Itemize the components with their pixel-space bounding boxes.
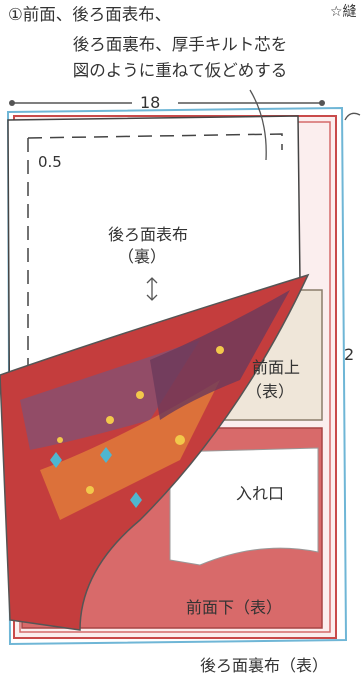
updown-arrow-icon (146, 277, 158, 301)
caption-line-2: 後ろ面裏布、厚手キルト芯を (72, 35, 288, 54)
caption-line-3: 図のように重ねて仮どめする (72, 61, 288, 80)
front-lower-label: 前面下（表） (186, 598, 283, 617)
flap-band-3 (150, 290, 290, 420)
opening-label: 入れ口 (236, 484, 285, 503)
flap-band-2 (40, 380, 220, 520)
flap-diamonds (50, 447, 142, 508)
back-outer-side-label: （裏） (118, 247, 167, 266)
seam-allowance-label: 0.5 (38, 153, 62, 171)
side-leader (344, 112, 361, 121)
corner-note: ☆縫 (330, 4, 357, 20)
back-lining-label: 後ろ面裏布（表） (200, 656, 329, 675)
flap-dots (57, 346, 224, 494)
opening-pocket (169, 447, 319, 566)
front-upper-side-label: （表） (246, 382, 295, 401)
leader-line (249, 89, 267, 161)
side-dimension-label: 2 (344, 345, 355, 364)
width-label: 18 (140, 93, 161, 112)
caption-line-1: ①前面、後ろ面表布、 (8, 5, 172, 24)
back-outer-label: 後ろ面表布 (108, 225, 189, 244)
front-upper-label: 前面上 (252, 358, 301, 377)
